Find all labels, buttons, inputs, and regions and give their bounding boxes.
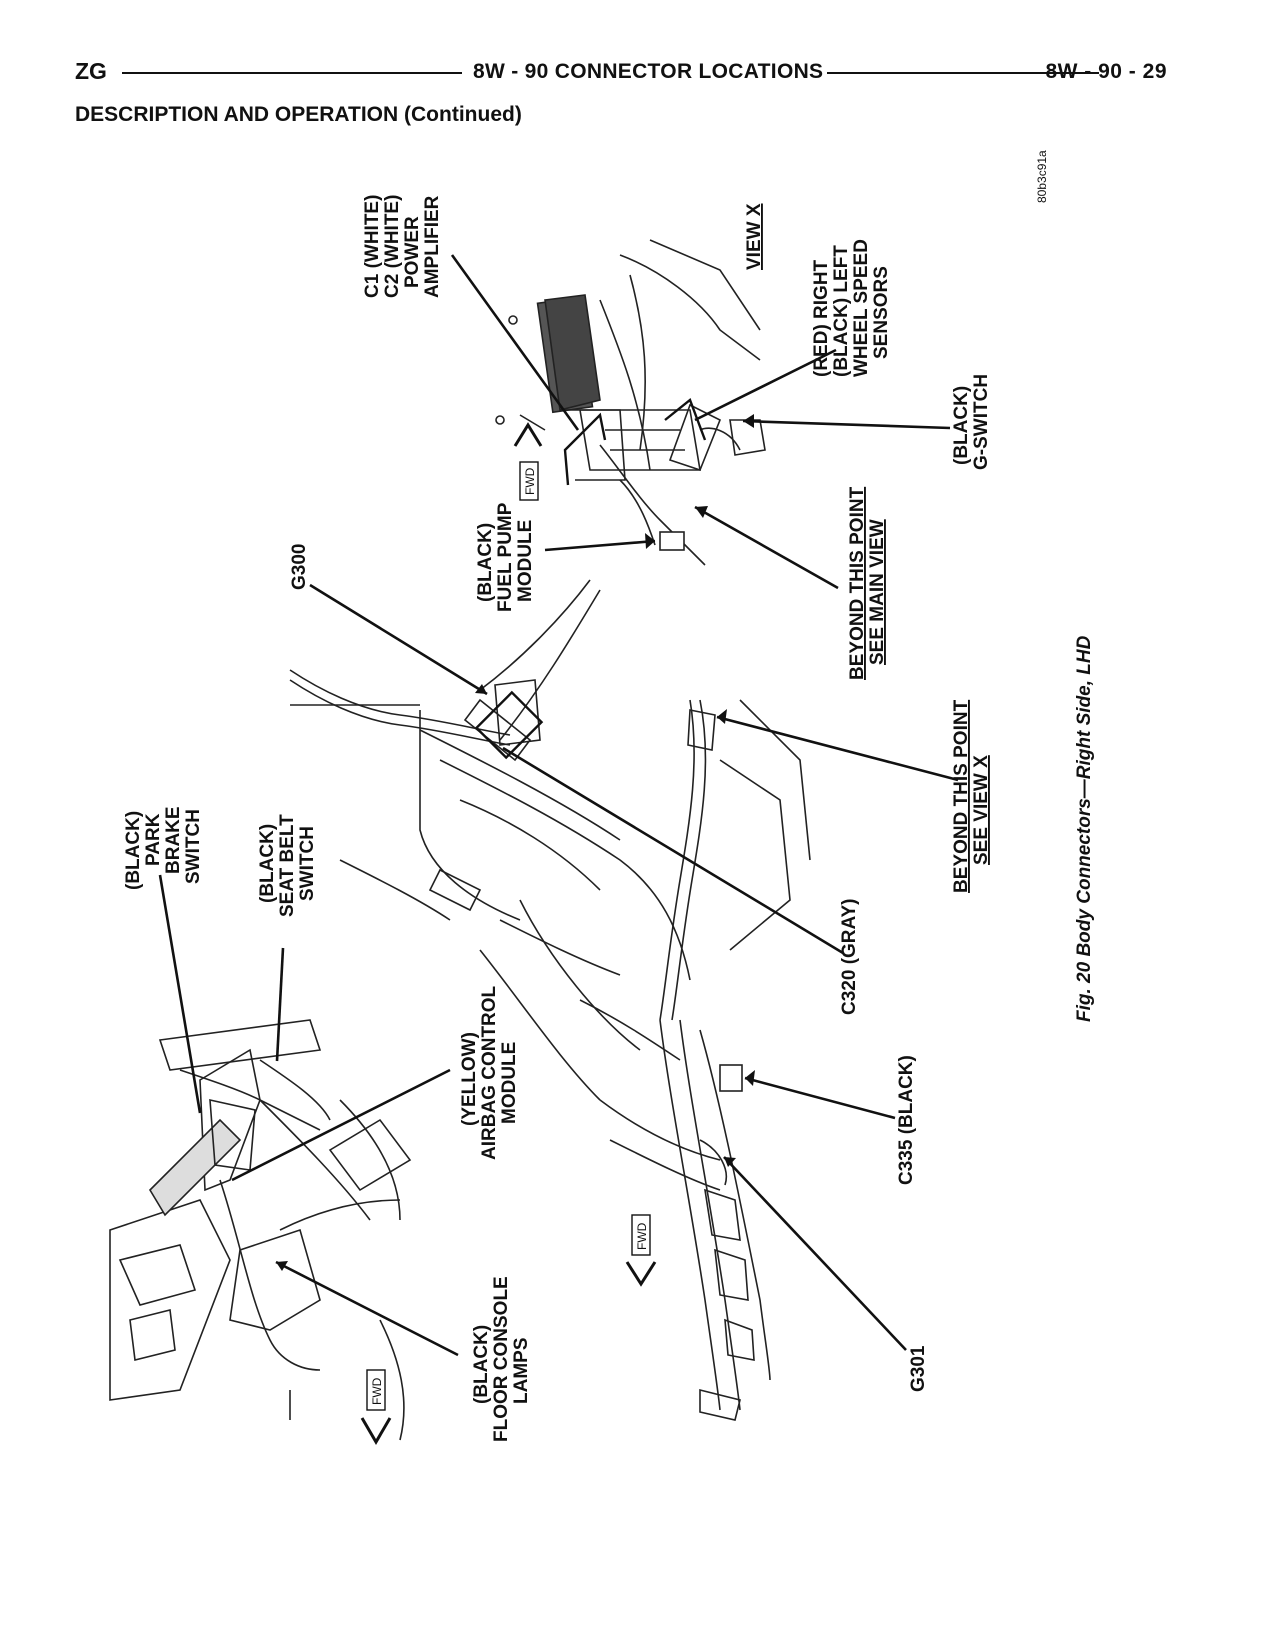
label-seat-belt-switch: (BLACK) SEAT BELT SWITCH	[257, 814, 318, 917]
svg-text:(BLACK): (BLACK)	[123, 811, 144, 890]
svg-text:MODULE: MODULE	[499, 1042, 520, 1124]
header-rule-left	[122, 72, 462, 74]
label-park-brake-switch: (BLACK) PARK BRAKE SWITCH	[123, 806, 204, 890]
svg-text:SWITCH: SWITCH	[183, 809, 204, 884]
svg-text:PARK: PARK	[143, 813, 164, 866]
fwd-arrow-console: FWD	[360, 1369, 392, 1445]
label-power-amplifier: C1 (WHITE) C2 (WHITE) POWER AMPLIFIER	[362, 195, 443, 298]
svg-text:SENSORS: SENSORS	[871, 266, 892, 359]
label-view-x: VIEW X	[744, 203, 765, 270]
svg-text:FWD: FWD	[523, 467, 537, 495]
label-g301: G301	[908, 1345, 929, 1392]
svg-text:SEAT BELT: SEAT BELT	[277, 814, 298, 917]
svg-text:POWER: POWER	[402, 216, 423, 288]
fwd-arrow-view-x: FWD	[513, 422, 543, 501]
svg-text:(RED) RIGHT: (RED) RIGHT	[811, 259, 832, 377]
label-beyond-see-main-view: BEYOND THIS POINT SEE MAIN VIEW	[847, 486, 888, 680]
detail-box-view-x	[563, 398, 707, 486]
figure-code: 80b3c91a	[1035, 150, 1049, 203]
svg-text:LAMPS: LAMPS	[511, 1338, 532, 1405]
page-header: ZG 8W - 90 CONNECTOR LOCATIONS 8W - 90 -…	[75, 58, 1167, 86]
svg-text:FWD: FWD	[370, 1377, 384, 1405]
label-g-switch: (BLACK) G-SWITCH	[951, 374, 992, 470]
label-wheel-speed-sensors: (RED) RIGHT (BLACK) LEFT WHEEL SPEED SEN…	[811, 239, 892, 377]
section-title: DESCRIPTION AND OPERATION (Continued)	[75, 103, 522, 126]
svg-text:WHEEL SPEED: WHEEL SPEED	[851, 239, 872, 377]
svg-text:BEYOND THIS POINT: BEYOND THIS POINT	[847, 486, 868, 680]
svg-text:(BLACK): (BLACK)	[471, 1325, 492, 1404]
header-section-code: ZG	[75, 58, 107, 84]
svg-text:AIRBAG CONTROL: AIRBAG CONTROL	[479, 985, 500, 1160]
label-c320: C320 (GRAY)	[839, 898, 860, 1015]
svg-text:FUEL PUMP: FUEL PUMP	[495, 502, 516, 612]
svg-text:C2 (WHITE): C2 (WHITE)	[382, 195, 403, 298]
label-airbag-control-module: (YELLOW) AIRBAG CONTROL MODULE	[459, 985, 520, 1160]
svg-text:(BLACK): (BLACK)	[257, 824, 278, 903]
svg-text:C1 (WHITE): C1 (WHITE)	[362, 195, 383, 298]
svg-text:BEYOND THIS POINT: BEYOND THIS POINT	[951, 699, 972, 893]
svg-text:SWITCH: SWITCH	[297, 826, 318, 901]
header-chapter-title: 8W - 90 CONNECTOR LOCATIONS	[473, 60, 824, 83]
leader-arrowheads	[276, 414, 755, 1271]
detail-box-main	[474, 690, 544, 760]
vehicle-line-art	[109, 239, 811, 1441]
svg-text:MODULE: MODULE	[515, 520, 536, 602]
label-fuel-pump-module: (BLACK) FUEL PUMP MODULE	[475, 502, 536, 612]
svg-text:G-SWITCH: G-SWITCH	[971, 374, 992, 470]
leader-lines	[158, 254, 959, 1357]
header-rule-right	[827, 72, 1099, 74]
label-g300: G300	[289, 544, 310, 590]
label-beyond-see-view-x: BEYOND THIS POINT SEE VIEW X	[951, 699, 992, 893]
svg-text:(YELLOW): (YELLOW)	[459, 1032, 480, 1126]
svg-text:FWD: FWD	[635, 1222, 649, 1250]
label-c335: C335 (BLACK)	[896, 1055, 917, 1185]
svg-text:FLOOR CONSOLE: FLOOR CONSOLE	[491, 1276, 512, 1442]
header-page-number: 8W - 90 - 29	[1045, 60, 1167, 83]
svg-text:(BLACK) LEFT: (BLACK) LEFT	[831, 245, 852, 377]
svg-text:SEE VIEW X: SEE VIEW X	[971, 755, 992, 865]
figure-caption: Fig. 20 Body Connectors—Right Side, LHD	[1074, 635, 1095, 1022]
fwd-arrow-main-floor: FWD	[625, 1214, 657, 1287]
svg-text:AMPLIFIER: AMPLIFIER	[422, 195, 443, 298]
svg-text:SEE MAIN VIEW: SEE MAIN VIEW	[867, 519, 888, 665]
svg-text:(BLACK): (BLACK)	[475, 523, 496, 602]
svg-text:(BLACK): (BLACK)	[951, 386, 972, 465]
label-floor-console-lamps: (BLACK) FLOOR CONSOLE LAMPS	[471, 1276, 532, 1442]
svg-text:BRAKE: BRAKE	[163, 806, 184, 874]
